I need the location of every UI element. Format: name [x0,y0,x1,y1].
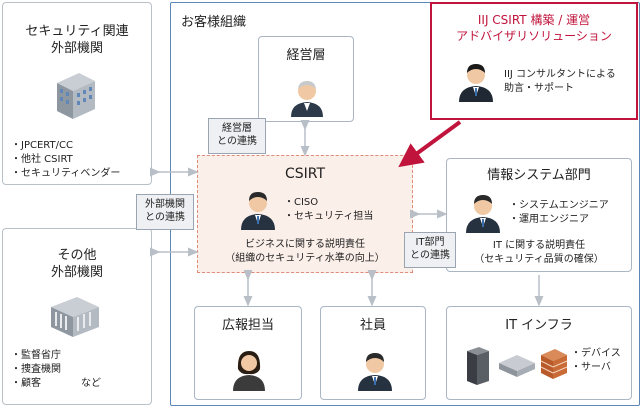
infosys-roles: システムエンジニア 運用エンジニア [509,199,609,227]
pr-title: 広報担当 [221,318,274,333]
label-external-link: 外部機関 との連携 [136,194,194,230]
firewall-icon [540,349,568,379]
iij-support-arrow [398,120,462,168]
csirt-title: CSIRT [284,166,326,182]
building-icon [57,73,95,119]
network-switch-icon [499,355,535,377]
customer-org-title: お客様組織 [181,15,247,30]
csirt-box: CSIRT CISO セキュリティ担当 ビジネスに関する説明責任 （組織のセキュ… [197,155,413,273]
staff-box: 社員 [320,306,426,400]
infosys-desc: IT に関する説明責任 （セキュリティ品質の確保） [474,240,604,265]
ext-security-box: セキュリティ関連 外部機関 JPCERT/CC 他社 CSIRT セキュリティベ… [2,2,152,185]
server-icon [467,347,489,385]
staff-title: 社員 [359,318,386,333]
iij-title: IIJ CSIRT 構築 / 運営 アドバイザリソリューション [456,13,612,43]
ext-other-title: その他 外部機関 [50,248,103,280]
csirt-desc: ビジネスに関する説明責任 （組織のセキュリティ水準の向上） [225,239,385,264]
female-person-icon [233,351,265,391]
government-building-icon [51,297,99,337]
infra-box: IT インフラ デバイス サーバ [446,306,632,400]
management-box: 経営層 [258,36,354,122]
pr-box: 広報担当 [194,306,302,400]
infosys-title: 情報システム部門 [487,168,591,183]
infra-title: IT インフラ [505,318,573,333]
employee-person-icon [358,353,392,391]
label-management-link: 経営層 との連携 [208,118,266,154]
security-staff-person-icon [241,192,275,230]
iij-desc: IIJ コンサルタントによる 助言・サポート [504,69,616,94]
iij-solution-box: IIJ CSIRT 構築 / 運営 アドバイザリソリューション IIJ コンサル… [430,2,638,120]
ext-security-title: セキュリティ関連 外部機関 [25,24,129,56]
executive-person-icon [291,81,323,117]
csirt-roles: CISO セキュリティ担当 [284,196,373,224]
infra-items: デバイス サーバ [571,347,621,375]
consultant-person-icon [459,64,493,102]
label-it-link: IT部門 との連携 [404,232,456,268]
management-title: 経営層 [286,48,326,63]
ext-security-list: JPCERT/CC 他社 CSIRT セキュリティベンダー [11,139,120,181]
engineer-person-icon [466,195,500,233]
infosys-box: 情報システム部門 システムエンジニア 運用エンジニア IT に関する説明責任 （… [446,158,632,272]
